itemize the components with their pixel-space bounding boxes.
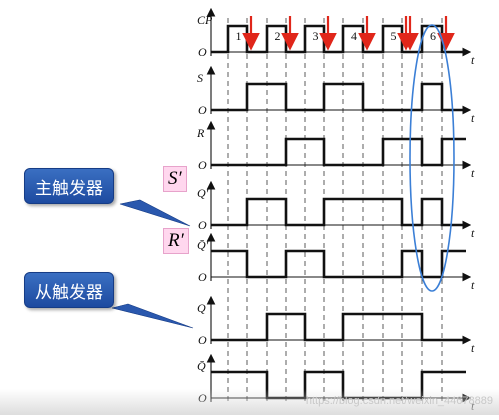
qp-time-label: t xyxy=(471,226,475,240)
q-origin-label: O xyxy=(198,333,207,347)
qpbar-origin-label: O xyxy=(198,270,207,284)
slave-flipflop-callout: 从触发器 xyxy=(24,272,114,308)
s-origin-label: O xyxy=(198,103,207,117)
cp-time-label: t xyxy=(471,53,475,67)
qpbar-waveform xyxy=(211,249,466,279)
s-time-label: t xyxy=(471,111,475,125)
q-signal-label: Q xyxy=(197,301,206,315)
r-waveform xyxy=(211,137,466,167)
s-prime-badge: S′ xyxy=(163,166,187,192)
slave-flipflop-label: 从触发器 xyxy=(35,282,103,303)
slave-callout-pointer xyxy=(111,303,194,329)
qp-origin-label: O xyxy=(198,218,207,232)
qp-waveform xyxy=(211,197,466,227)
pulse-number: 2 xyxy=(275,29,281,43)
pulse-number: 1 xyxy=(236,29,242,43)
qpbar-signal-label: Q̄′ xyxy=(197,238,209,252)
watermark: https://blog.csdn.net/weixin_44678889 xyxy=(305,395,493,407)
cp-waveform xyxy=(211,24,466,54)
qp-signal-label: Q′ xyxy=(197,186,209,200)
pulse-number: 3 xyxy=(313,29,319,43)
pulse-number: 4 xyxy=(351,29,357,43)
cp-signal-label: CP xyxy=(197,13,213,27)
r-origin-label: O xyxy=(198,158,207,172)
r-prime-label: R′ xyxy=(168,230,184,251)
highlight-ellipse xyxy=(409,24,455,292)
master-flipflop-label: 主触发器 xyxy=(35,178,103,199)
q-time-label: t xyxy=(471,341,475,355)
pulse-number: 5 xyxy=(391,29,397,43)
r-time-label: t xyxy=(471,166,475,180)
r-prime-badge: R′ xyxy=(163,228,189,254)
s-waveform xyxy=(211,82,466,112)
s-prime-label: S′ xyxy=(168,168,182,189)
qbar-signal-label: Q̄ xyxy=(197,359,206,373)
cp-origin-label: O xyxy=(198,45,207,59)
qpbar-time-label: t xyxy=(471,278,475,292)
r-signal-label: R xyxy=(196,126,205,140)
q-waveform xyxy=(211,312,466,342)
footer-band xyxy=(0,389,499,415)
s-signal-label: S xyxy=(197,71,203,85)
master-flipflop-callout: 主触发器 xyxy=(24,168,114,204)
pulse-number: 6 xyxy=(430,29,436,43)
master-callout-pointer xyxy=(119,199,191,227)
